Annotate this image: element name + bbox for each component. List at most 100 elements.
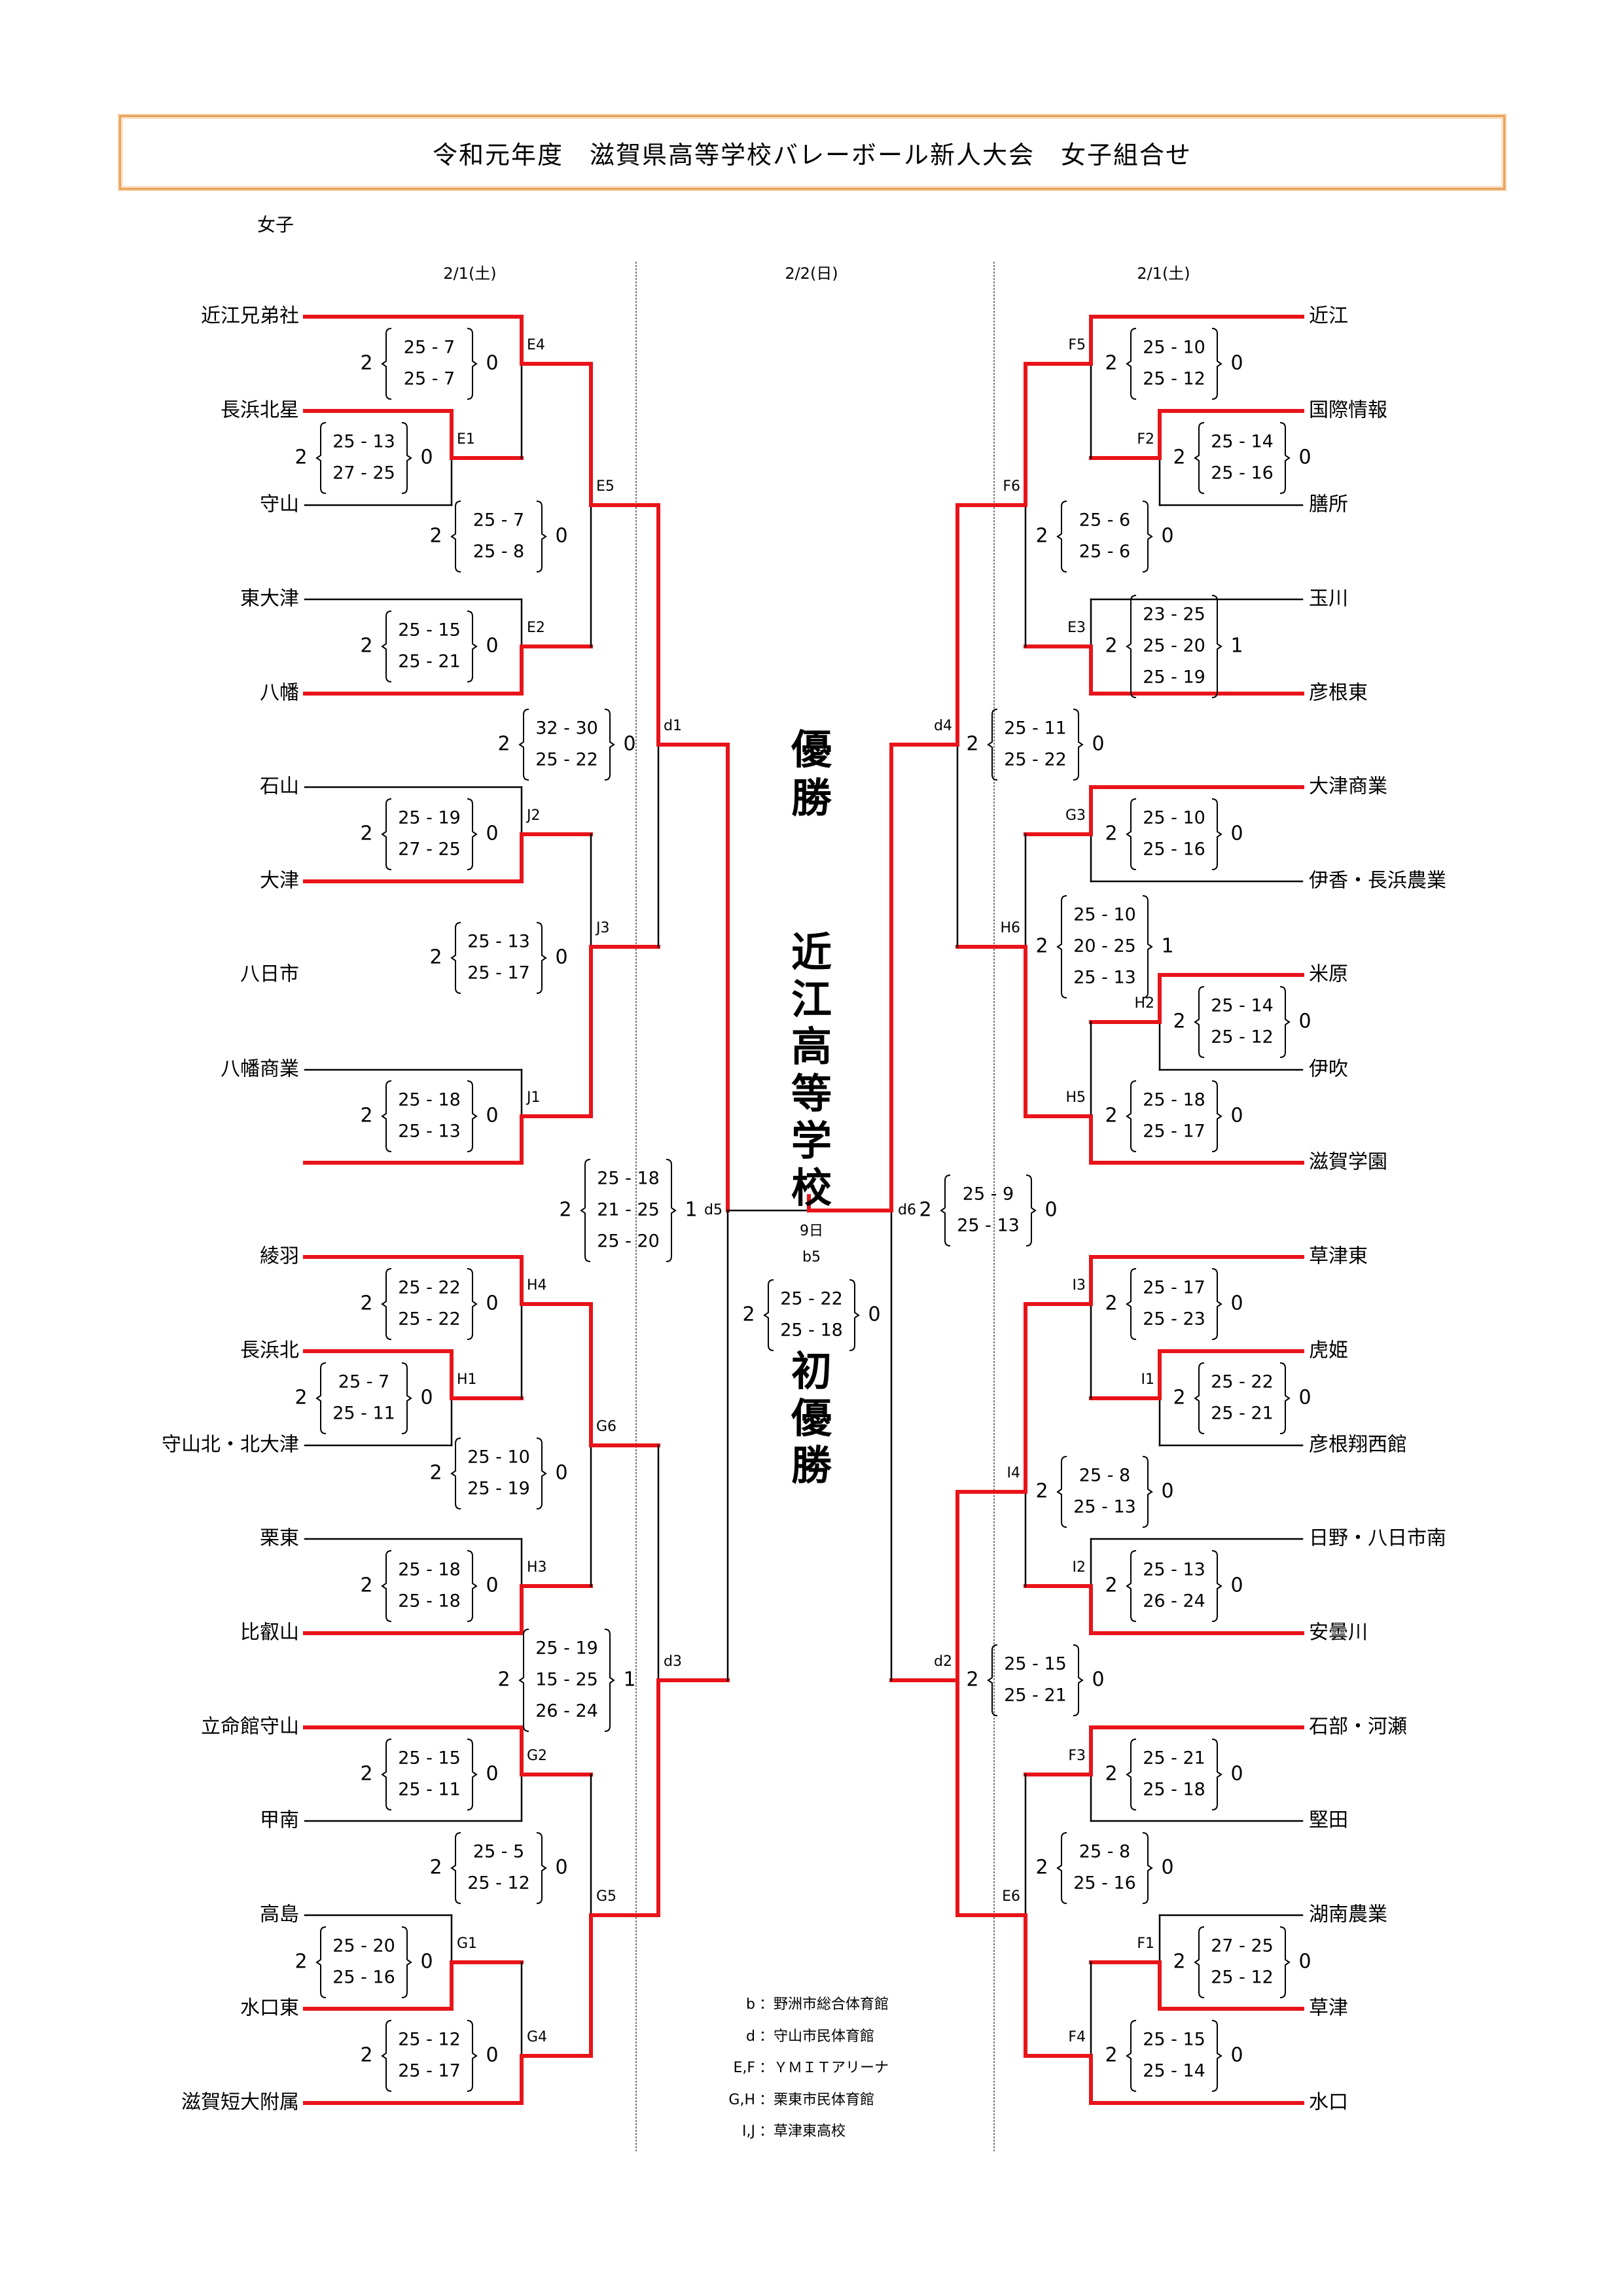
set-score: 25 - 19 [467,1479,530,1499]
winner-sets: 2 [429,525,442,548]
left-brace-icon [315,422,327,494]
match-code: I4 [1007,1465,1021,1481]
set-score: 25 - 22 [780,1289,843,1309]
right-brace-icon [467,2020,478,2092]
right-brace-icon [1279,1926,1291,1998]
right-brace-icon [467,1550,478,1622]
left-brace-icon [763,1279,774,1351]
set-score: 25 - 20 [1143,636,1205,656]
loser-sets: 0 [486,1292,498,1315]
set-score: 25 - 22 [398,1278,461,1298]
winner-sets: 2 [497,733,510,756]
right-brace-icon [1142,1832,1153,1904]
left-brace-icon [315,1926,327,1998]
right-brace-icon [1142,1456,1153,1528]
winner-sets: 2 [1035,1856,1048,1879]
left-brace-icon [315,1362,327,1434]
right-brace-icon [1026,1174,1037,1246]
legend-row: d：守山市民体育館 [694,2021,889,2053]
winner-sets: 2 [360,822,372,845]
left-brace-icon [940,1174,951,1246]
page-title: 令和元年度 滋賀県高等学校バレーボール新人大会 女子組合せ [432,140,1192,169]
match-code: H6 [1000,920,1020,936]
match-code: J3 [595,920,610,936]
winner-sets: 2 [360,2044,372,2067]
loser-sets: 1 [1161,935,1173,958]
set-score: 15 - 25 [535,1670,598,1690]
team-name-left: 八幡商業 [221,1058,299,1081]
left-brace-icon [1194,422,1205,494]
left-brace-icon [518,709,529,781]
set-score: 25 - 15 [398,620,461,641]
right-brace-icon [1211,2020,1222,2092]
champion-heading: 勝 [791,774,832,822]
set-score: 25 - 22 [398,1309,461,1330]
legend-venue: 栗東市民体育館 [774,2091,875,2108]
right-brace-icon [401,422,412,494]
team-name-right: 伊香・長浜農業 [1309,870,1446,892]
champion-note: 初 [791,1347,832,1395]
right-brace-icon [1211,1550,1222,1622]
right-brace-icon [604,1629,615,1732]
left-brace-icon [381,1550,392,1622]
left-brace-icon [1126,1550,1137,1622]
left-brace-icon [518,1629,529,1732]
set-score: 25 - 7 [404,338,455,358]
match-code: F3 [1068,1748,1086,1764]
loser-sets: 0 [486,2044,498,2067]
loser-sets: 0 [555,1462,567,1485]
team-name-right: 伊吹 [1309,1058,1348,1081]
match-code: d2 [934,1653,952,1670]
legend-row: I,J：草津東高校 [694,2116,889,2148]
team-name-right: 草津 [1309,1997,1348,2020]
right-brace-icon [849,1279,860,1351]
champion-school: 江 [791,976,832,1023]
match-code: H5 [1065,1089,1086,1106]
match-code: H3 [527,1559,547,1576]
team-name-right: 堅田 [1309,1809,1348,1832]
winner-sets: 2 [294,1386,307,1409]
left-brace-icon [381,1739,392,1810]
set-score: 25 - 7 [473,510,524,531]
winner-sets: 2 [1105,635,1117,658]
team-name-left: 八幡 [260,682,299,705]
team-name-right: 湖南農業 [1309,1903,1387,1926]
loser-sets: 0 [623,733,635,756]
match-code: I2 [1073,1559,1086,1576]
match-code: I1 [1141,1371,1155,1388]
left-brace-icon [381,610,392,682]
set-score: 25 - 13 [467,932,530,952]
team-name-right: 国際情報 [1309,399,1387,422]
winner-sets: 2 [1035,525,1048,548]
team-name-left: 甲南 [260,1809,299,1832]
loser-sets: 0 [1161,1480,1173,1503]
set-score: 25 - 13 [1073,1497,1136,1517]
legend-venue: 守山市民体育館 [774,2028,875,2045]
loser-sets: 0 [555,946,567,969]
winner-sets: 2 [1035,1480,1048,1503]
team-name-left: 大津 [260,870,299,892]
set-score: 25 - 14 [1211,996,1274,1016]
set-score: 25 - 13 [332,432,395,452]
loser-sets: 0 [1161,1856,1173,1879]
final-day: 9日 [800,1223,823,1239]
set-score: 25 - 15 [398,1748,461,1769]
date-right: 2/1(土) [1137,264,1190,283]
loser-sets: 0 [420,1951,433,1973]
match-code: d4 [934,718,952,734]
winner-sets: 2 [360,635,372,658]
left-brace-icon [1126,328,1137,400]
set-score: 25 - 10 [1143,808,1205,828]
team-name-left: 八日市 [240,963,299,986]
set-score: 25 - 18 [398,1090,461,1110]
set-score: 25 - 19 [535,1638,598,1659]
set-score: 25 - 5 [473,1842,524,1862]
loser-sets: 0 [1298,1386,1311,1409]
legend-row: b：野洲市総合体育館 [694,1989,889,2021]
winner-sets: 2 [1173,446,1185,469]
champion-note: 勝 [791,1441,832,1489]
loser-sets: 0 [1298,1951,1311,1973]
set-score: 25 - 12 [1211,1027,1274,1048]
right-brace-icon [467,328,478,400]
